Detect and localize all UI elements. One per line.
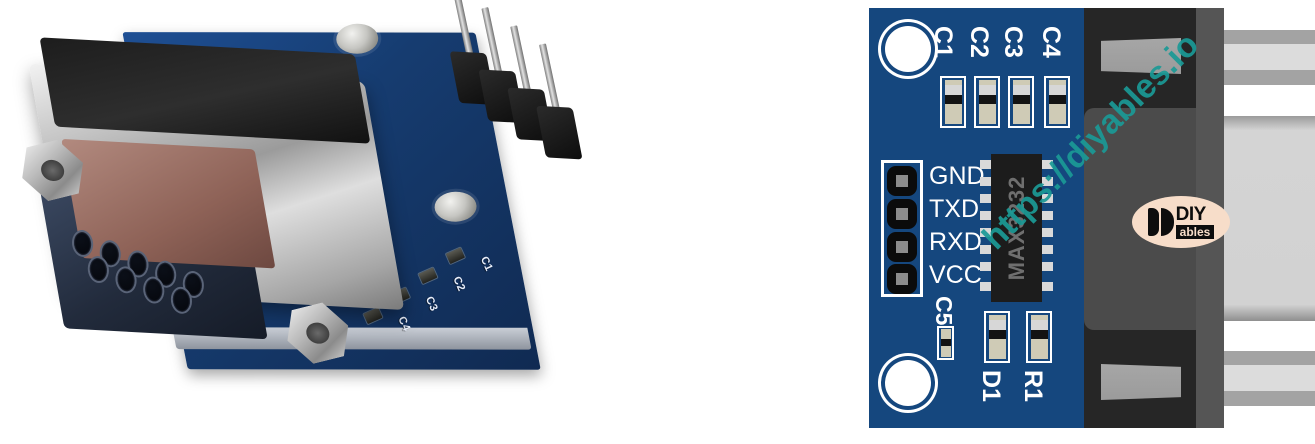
pin-pad-gnd-hole xyxy=(896,175,908,187)
diode-d1 xyxy=(984,311,1010,363)
db9-flange-bottom-band-2 xyxy=(1224,365,1315,391)
photo-screwlock-hole-bottom xyxy=(303,320,333,346)
pin-label-vcc: VCC xyxy=(929,261,982,289)
pin-pad-rxd-hole xyxy=(896,241,908,253)
cap-c3-pad-bottom xyxy=(1013,104,1030,124)
ic-pin-r4 xyxy=(1042,211,1053,220)
db9-flange-top-band-2 xyxy=(1224,44,1315,70)
capacitor-c3 xyxy=(1008,76,1034,128)
silk-label-r1: R1 xyxy=(1019,370,1047,402)
r1-pad-bottom xyxy=(1031,339,1048,359)
db9-metal-body xyxy=(1224,116,1315,321)
pin-pad-txd-hole xyxy=(896,208,908,220)
silk-label-c4: C4 xyxy=(1037,26,1065,58)
ic-pin-l2 xyxy=(980,177,991,186)
capacitor-c5 xyxy=(937,326,954,360)
pin-pad-vcc[interactable] xyxy=(887,264,917,294)
pin-pad-gnd[interactable] xyxy=(887,166,917,196)
silk-label-c5: C5 xyxy=(931,296,957,326)
diyables-logo-mark-icon xyxy=(1147,208,1174,236)
ic-pin-r5 xyxy=(1042,228,1053,237)
d1-term-top xyxy=(989,320,1006,330)
silk-label-c1: C1 xyxy=(929,26,957,58)
photographed-module: C5 VCC RXD TXD GND MAX3232 C1 C2 C3 C4 xyxy=(13,0,667,444)
capacitor-c4 xyxy=(1044,76,1070,128)
ic-pin-l5 xyxy=(980,228,991,237)
ic-pin-l3 xyxy=(980,194,991,203)
cap-c5-pad-top xyxy=(941,329,951,340)
cap-c5-pad-bottom xyxy=(941,346,951,357)
mounting-hole-top xyxy=(885,26,931,72)
db9-notch-bottom xyxy=(1101,364,1181,400)
pin-label-gnd: GND xyxy=(929,162,985,190)
cap-c2-term-top xyxy=(979,85,996,95)
photo-db9-black-top xyxy=(39,37,371,144)
db9-flange-top-band-1 xyxy=(1224,30,1315,44)
pin-pad-vcc-hole xyxy=(896,273,908,285)
ic-pin-l8 xyxy=(980,282,991,291)
ic-pin-l1 xyxy=(980,160,991,169)
db9-flange-bottom-band-3 xyxy=(1224,391,1315,406)
db9-flange-bottom-band-1 xyxy=(1224,351,1315,365)
ic-pin-r3 xyxy=(1042,194,1053,203)
cap-c3-term-top xyxy=(1013,85,1030,95)
diyables-logo-wordmark: DIY ables xyxy=(1175,204,1215,239)
cap-c1-term-top xyxy=(945,85,962,95)
pin-label-txd: TXD xyxy=(929,195,979,223)
mounting-hole-bottom xyxy=(885,360,931,406)
ic-pin-l7 xyxy=(980,262,991,271)
resistor-r1 xyxy=(1026,311,1052,363)
db9-flange-bottom xyxy=(1224,351,1315,406)
pcb-board: C1 C2 C3 C4 xyxy=(869,8,1084,428)
silk-label-c3: C3 xyxy=(999,26,1027,58)
ic-pin-r6 xyxy=(1042,245,1053,254)
ic-pin-r2 xyxy=(1042,177,1053,186)
ic-pin-l4 xyxy=(980,211,991,220)
db9-flange-top-band-3 xyxy=(1224,70,1315,85)
cap-c4-term-top xyxy=(1049,85,1066,95)
r1-term-top xyxy=(1031,320,1048,330)
silk-label-d1: D1 xyxy=(977,370,1005,402)
photo-db9-face xyxy=(61,138,276,269)
ic-pin-l6 xyxy=(980,245,991,254)
ic-pin-r8 xyxy=(1042,282,1053,291)
capacitor-c1 xyxy=(940,76,966,128)
db9-flange-top xyxy=(1224,30,1315,85)
cap-c2-pad-bottom xyxy=(979,104,996,124)
cap-c1-pad-bottom xyxy=(945,104,962,124)
diyables-logo: DIY ables xyxy=(1132,196,1230,248)
db9-notch-top xyxy=(1101,38,1181,74)
cap-c5-body xyxy=(941,339,951,348)
photo-header-block-4 xyxy=(535,105,583,160)
ic-pin-r1 xyxy=(1042,160,1053,169)
cap-c4-pad-bottom xyxy=(1049,104,1066,124)
logo-mark-bar xyxy=(1147,208,1159,236)
d1-pad-bottom xyxy=(989,339,1006,359)
ic-pin-r7 xyxy=(1042,262,1053,271)
logo-text-ables: ables xyxy=(1175,225,1215,239)
pin-pad-rxd[interactable] xyxy=(887,232,917,262)
logo-mark-arc xyxy=(1160,208,1174,236)
product-photo-panel: C5 VCC RXD TXD GND MAX3232 C1 C2 C3 C4 xyxy=(11,0,667,444)
logo-text-diy: DIY xyxy=(1175,204,1207,225)
silk-label-c2: C2 xyxy=(965,26,993,58)
module-diagram-panel: C1 C2 C3 C4 xyxy=(869,8,1315,428)
photo-screwlock-hole-top xyxy=(38,158,68,184)
pin-header[interactable] xyxy=(881,160,923,297)
capacitor-c2 xyxy=(974,76,1000,128)
max3232-ic: MAX3232 xyxy=(980,154,1053,302)
pin-pad-txd[interactable] xyxy=(887,199,917,229)
pin-label-rxd: RXD xyxy=(929,228,982,256)
